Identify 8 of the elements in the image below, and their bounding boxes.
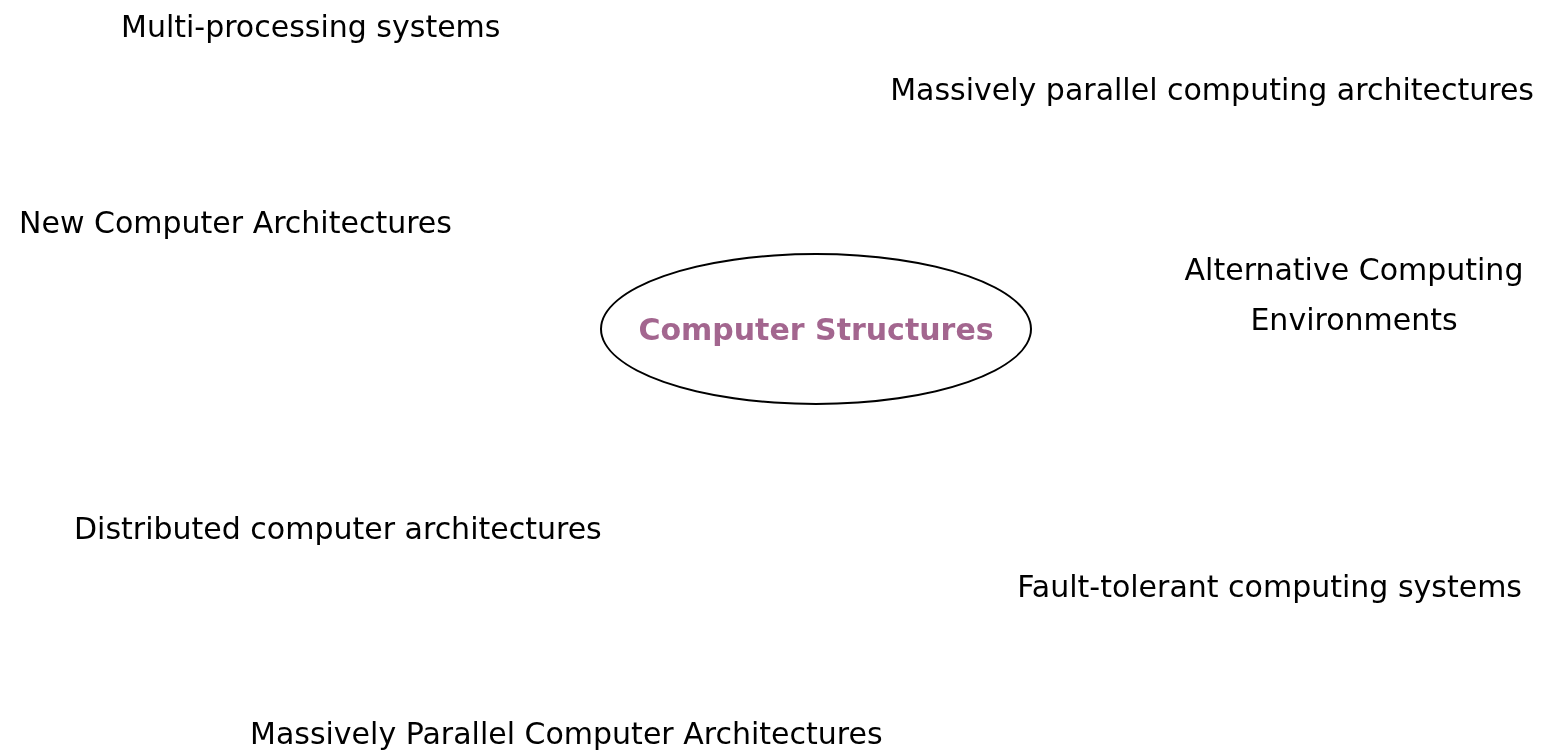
topic-label: Massively parallel computing architectures — [890, 71, 1534, 109]
topic-label: Fault-tolerant computing systems — [1017, 568, 1522, 606]
node-title: Computer Structures — [638, 311, 994, 347]
topic-label: Alternative Computing Environments — [1183, 251, 1525, 339]
topic-label: Multi-processing systems — [121, 8, 501, 46]
topic-label: Massively Parallel Computer Architectures — [250, 715, 883, 753]
topic-label: Distributed computer architectures — [74, 510, 602, 548]
topic-label: New Computer Architectures — [19, 204, 452, 242]
